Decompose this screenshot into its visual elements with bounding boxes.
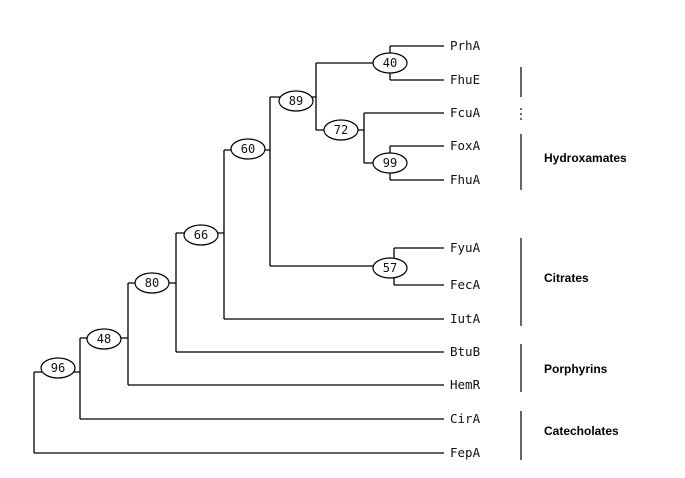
- svg-text:60: 60: [241, 142, 255, 156]
- bootstrap-node-66: 66: [183, 224, 219, 246]
- bootstrap-node-96: 96: [40, 357, 76, 379]
- leaf-labels: PrhA FhuE FcuA FoxA FhuA FyuA FecA IutA …: [450, 38, 481, 460]
- svg-text:72: 72: [334, 123, 348, 137]
- leaf-hemr: HemR: [450, 377, 481, 392]
- leaf-feca: FecA: [450, 277, 481, 292]
- bracket-dots: [520, 108, 522, 120]
- leaf-fyua: FyuA: [450, 240, 481, 255]
- leaf-fhue: FhuE: [450, 72, 480, 87]
- svg-text:89: 89: [289, 94, 303, 108]
- svg-text:80: 80: [145, 276, 159, 290]
- bootstrap-node-80: 80: [134, 272, 170, 294]
- bootstrap-node-99: 99: [372, 152, 408, 174]
- svg-text:48: 48: [97, 332, 111, 346]
- bootstrap-node-57: 57: [372, 257, 408, 279]
- leaf-fcua: FcuA: [450, 105, 481, 120]
- svg-text:99: 99: [383, 156, 397, 170]
- bootstrap-node-72: 72: [323, 119, 359, 141]
- leaf-iuta: IutA: [450, 311, 481, 326]
- leaf-prha: PrhA: [450, 38, 481, 53]
- group-label-catecholates: Catecholates: [544, 424, 619, 438]
- leaf-cira: CirA: [450, 411, 481, 426]
- group-label-citrates: Citrates: [544, 271, 589, 285]
- group-label-porphyrins: Porphyrins: [544, 362, 608, 376]
- bootstrap-node-89: 89: [278, 90, 314, 112]
- group-label-hydroxamates: Hydroxamates: [544, 151, 627, 165]
- leaf-fhua: FhuA: [450, 172, 481, 187]
- bootstrap-node-60: 60: [230, 138, 266, 160]
- group-labels: Hydroxamates Citrates Porphyrins Catecho…: [544, 151, 627, 438]
- svg-text:66: 66: [194, 228, 208, 242]
- leaf-foxa: FoxA: [450, 138, 481, 153]
- leaf-btub: BtuB: [450, 344, 480, 359]
- svg-text:40: 40: [383, 56, 397, 70]
- leaf-fepa: FepA: [450, 445, 481, 460]
- bootstrap-values: 40 72 99 89 57 60 66 80: [40, 52, 408, 379]
- group-brackets: [520, 67, 522, 460]
- svg-text:57: 57: [383, 261, 397, 275]
- bootstrap-node-40: 40: [372, 52, 408, 74]
- tree-branches: [33, 45, 444, 454]
- svg-text:96: 96: [51, 361, 65, 375]
- bootstrap-node-48: 48: [86, 328, 122, 350]
